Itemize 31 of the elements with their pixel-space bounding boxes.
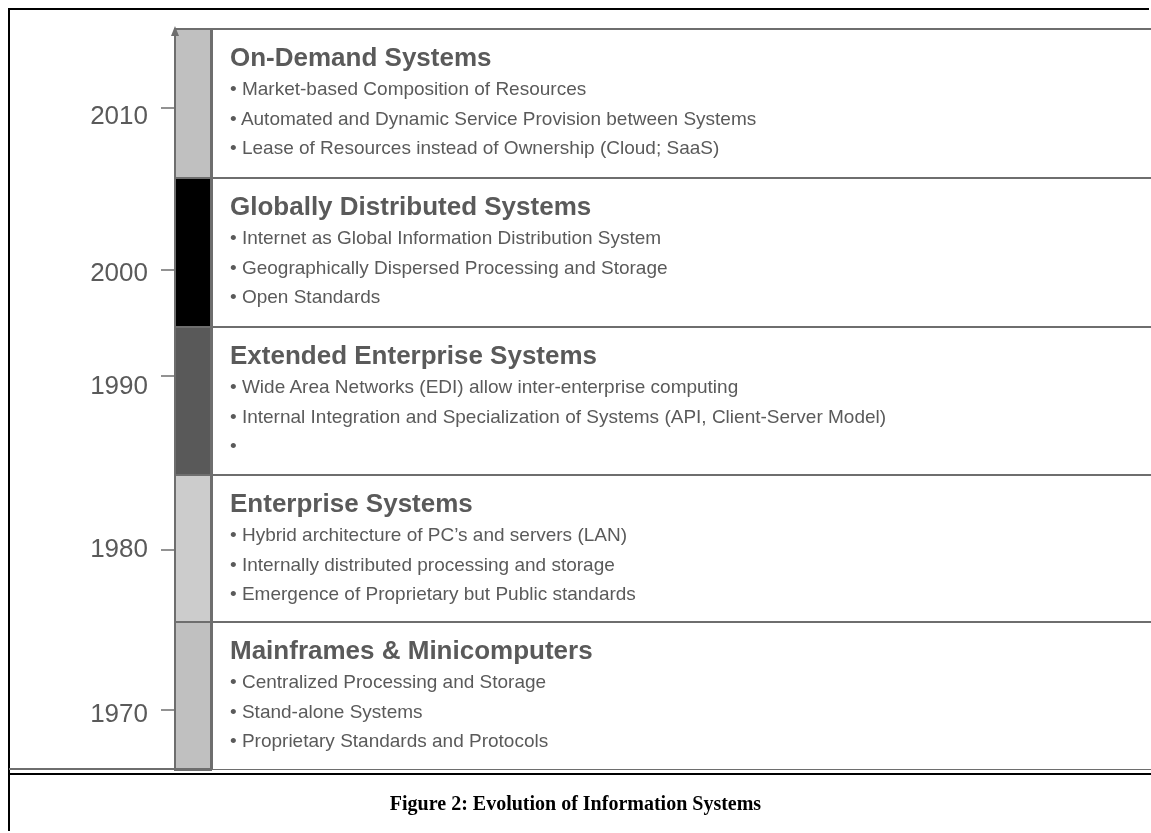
bullet-item: • Lease of Resources instead of Ownership (Cloud; SaaS) [230, 136, 721, 160]
bullet-item: • Centralized Processing and Storage [230, 670, 548, 694]
bullet-item: • Automated and Dynamic Service Provision between Systems [230, 106, 757, 131]
bullet-item: • Internally distributed processing and storage [230, 552, 616, 577]
era-heading: Enterprise Systems [230, 487, 474, 520]
era-heading: Mainframes & Minicomputers [230, 634, 593, 667]
bullet-item: • Internal Integration and Specialization of Systems (API, Client-Server Model) [230, 404, 887, 429]
bullet-item: • Wide Area Networks (EDI) allow inter-enterprise computing [230, 375, 740, 399]
era-panel [211, 621, 1151, 769]
bullet-item: • Hybrid architecture of PC’s and servers (LAN) [230, 523, 628, 547]
era-heading: On-Demand Systems [230, 41, 493, 74]
era-panel [211, 326, 1151, 474]
era-panel [211, 474, 1151, 621]
bullet-item: • [230, 434, 238, 458]
bullet-item: • Internet as Global Information Distribution System [230, 226, 663, 250]
bullet-item: • Open Standards [230, 285, 382, 309]
year-label: 2000 [89, 257, 148, 287]
era-heading: Extended Enterprise Systems [230, 339, 599, 372]
figure-caption: Figure 2: Evolution of Information Systems [388, 792, 763, 815]
year-label: 1970 [89, 698, 148, 728]
year-label: 1990 [89, 370, 148, 400]
bullet-item: • Emergence of Proprietary but Public standards [230, 582, 636, 606]
era-panel [211, 177, 1151, 326]
year-label: 2010 [89, 100, 148, 130]
bullet-item: • Stand-alone Systems [230, 699, 424, 724]
era-heading: Globally Distributed Systems [230, 190, 593, 223]
bullet-item: • Geographically Dispersed Processing and Storage [230, 255, 668, 280]
bullet-item: • Proprietary Standards and Protocols [230, 729, 550, 753]
year-label: 1980 [89, 533, 148, 563]
era-panel [211, 28, 1151, 177]
bullet-item: • Market-based Composition of Resources [230, 77, 588, 101]
